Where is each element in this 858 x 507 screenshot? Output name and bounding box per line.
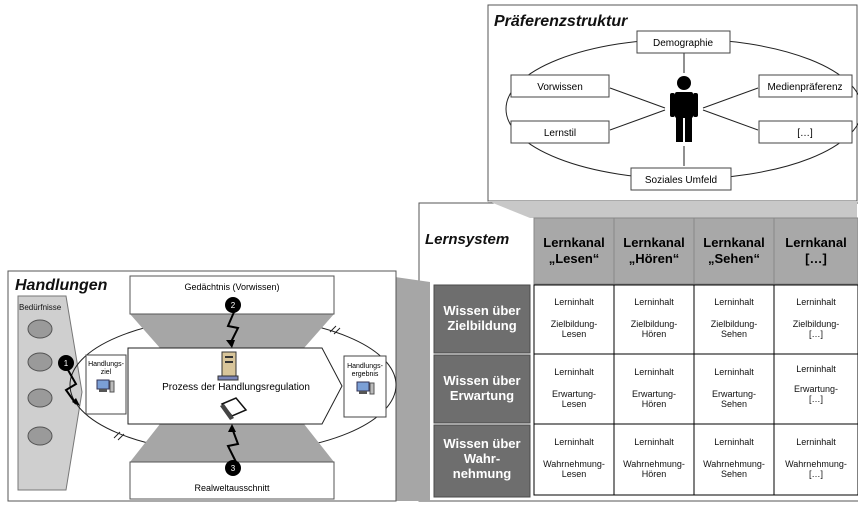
cell-2-2-a: Lerninhalt	[714, 437, 754, 447]
more-box	[758, 120, 853, 144]
col-lesen-l1: Lernkanal	[543, 235, 604, 250]
cell-1-3-a: Lerninhalt	[796, 364, 836, 374]
lightning-1	[64, 369, 78, 405]
lightning-2	[226, 311, 240, 345]
marker-2-icon	[225, 297, 241, 313]
cell-1-3-b: Erwartung-	[794, 384, 838, 394]
cell-1-1-b: Erwartung-	[632, 389, 676, 399]
cell-0-1-b: Zielbildung-	[631, 319, 678, 329]
lernsystem-title: Lernsystem	[425, 231, 509, 248]
marker-3-label: 3	[231, 464, 236, 473]
cell-0-1-c: Hören	[642, 329, 667, 339]
cell-0-3-c: […]	[809, 329, 823, 339]
cell-2-2-b: Wahrnehmung-	[703, 459, 765, 469]
content-grid	[533, 284, 858, 496]
laptop-icon	[220, 397, 248, 420]
row-wahr-l3: nehmung	[453, 466, 512, 481]
cell-0-2-b: Zielbildung-	[711, 319, 758, 329]
col-lesen-l2: „Lesen“	[549, 251, 600, 266]
cell-2-0-c: Lesen	[562, 469, 587, 479]
praeferenz-title: Präferenzstruktur	[494, 13, 628, 30]
cell-0-2-a: Lerninhalt	[714, 297, 754, 307]
cell-2-3-c: […]	[809, 469, 823, 479]
lernstil-box	[510, 120, 610, 144]
person-icon	[670, 76, 698, 142]
prozess-label: Prozess der Handlungsregulation	[162, 382, 310, 393]
handlungsziel-l1: Handlungs-	[88, 361, 124, 368]
need-ovals	[27, 319, 53, 446]
gedaechtnis-label: Gedächtnis (Vorwissen)	[184, 282, 279, 292]
cell-0-1-a: Lerninhalt	[634, 297, 674, 307]
cell-2-3-b: Wahrnehmung-	[785, 459, 847, 469]
demographie-box	[636, 30, 731, 54]
row-ziel-l1: Wissen über	[443, 303, 520, 318]
cell-0-3-b: Zielbildung-	[793, 319, 840, 329]
vorwissen-box	[510, 74, 610, 98]
cell-1-0-b: Erwartung-	[552, 389, 596, 399]
row-wahr-l1: Wissen über	[443, 436, 520, 451]
marker-1-icon	[58, 355, 74, 371]
cell-0-0-a: Lerninhalt	[554, 297, 594, 307]
col-sehen-l2: „Sehen“	[708, 251, 760, 266]
medienpraeferenz-label: Medienpräferenz	[767, 82, 842, 93]
cell-2-1-a: Lerninhalt	[634, 437, 674, 447]
cell-0-0-c: Lesen	[562, 329, 587, 339]
handlungen-panel: Handlungen Bedürfnisse Gedächtnis (Vorwi…	[7, 270, 397, 502]
lernstil-label: Lernstil	[544, 128, 576, 139]
cell-2-1-c: Hören	[642, 469, 667, 479]
cell-1-2-c: Sehen	[721, 399, 747, 409]
cell-0-0-b: Zielbildung-	[551, 319, 598, 329]
cell-0-3-a: Lerninhalt	[796, 297, 836, 307]
soziales-umfeld-box	[630, 167, 732, 191]
cell-1-0-c: Lesen	[562, 399, 587, 409]
marker-3-icon	[225, 460, 241, 476]
lightning-3	[226, 427, 240, 463]
computer-icon-ergebnis	[356, 381, 375, 395]
cell-1-1-c: Hören	[642, 399, 667, 409]
row-ziel-l2: Zielbildung	[447, 318, 516, 333]
cell-2-0-a: Lerninhalt	[554, 437, 594, 447]
cell-1-0-a: Lerninhalt	[554, 367, 594, 377]
row-erw-l1: Wissen über	[443, 373, 520, 388]
cell-1-2-a: Lerninhalt	[714, 367, 754, 377]
computer-icon-ziel	[96, 379, 115, 393]
cell-2-2-c: Sehen	[721, 469, 747, 479]
cell-1-1-a: Lerninhalt	[634, 367, 674, 377]
col-more-l2: […]	[805, 251, 827, 266]
cell-2-1-b: Wahrnehmung-	[623, 459, 685, 469]
col-more-l1: Lernkanal	[785, 235, 846, 250]
row-erw-l2: Erwartung	[450, 388, 514, 403]
handlungsziel-l2: ziel	[101, 369, 112, 376]
medienpraeferenz-box	[758, 74, 853, 98]
lernsystem-panel: Lernsystem Lernkanal „Lesen“ Lernkanal „…	[395, 201, 858, 502]
handlungen-title: Handlungen	[15, 277, 108, 294]
marker-2-label: 2	[231, 301, 236, 310]
handlungsergebnis-l1: Handlungs-	[347, 363, 383, 370]
prozess-arrow	[127, 347, 343, 425]
col-hoeren-l1: Lernkanal	[623, 235, 684, 250]
row-wahr-l2: Wahr-	[464, 451, 500, 466]
cell-2-0-b: Wahrnehmung-	[543, 459, 605, 469]
demographie-label: Demographie	[653, 38, 713, 49]
soziales-umfeld-label: Soziales Umfeld	[645, 175, 717, 186]
vorwissen-label: Vorwissen	[537, 82, 583, 93]
cell-0-2-c: Sehen	[721, 329, 747, 339]
realwelt-label: Realweltausschnitt	[194, 483, 270, 493]
marker-1-label: 1	[64, 359, 69, 368]
col-hoeren-l2: „Hören“	[629, 251, 680, 266]
col-sehen-l1: Lernkanal	[703, 235, 764, 250]
cell-1-2-b: Erwartung-	[712, 389, 756, 399]
cell-2-3-a: Lerninhalt	[796, 437, 836, 447]
handlungsergebnis-l2: ergebnis	[352, 371, 379, 378]
server-icon	[217, 351, 239, 381]
row-headers: Wissen über Zielbildung Wissen über Erwa…	[433, 284, 531, 498]
column-headers: Lernkanal „Lesen“ Lernkanal „Hören“ Lern…	[533, 217, 858, 285]
more-label: […]	[797, 128, 813, 139]
praeferenz-panel: Präferenzstruktur Demographie Vorwissen …	[487, 4, 858, 202]
cell-1-3-c: […]	[809, 394, 823, 404]
beduerfnisse-label: Bedürfnisse	[19, 303, 62, 312]
